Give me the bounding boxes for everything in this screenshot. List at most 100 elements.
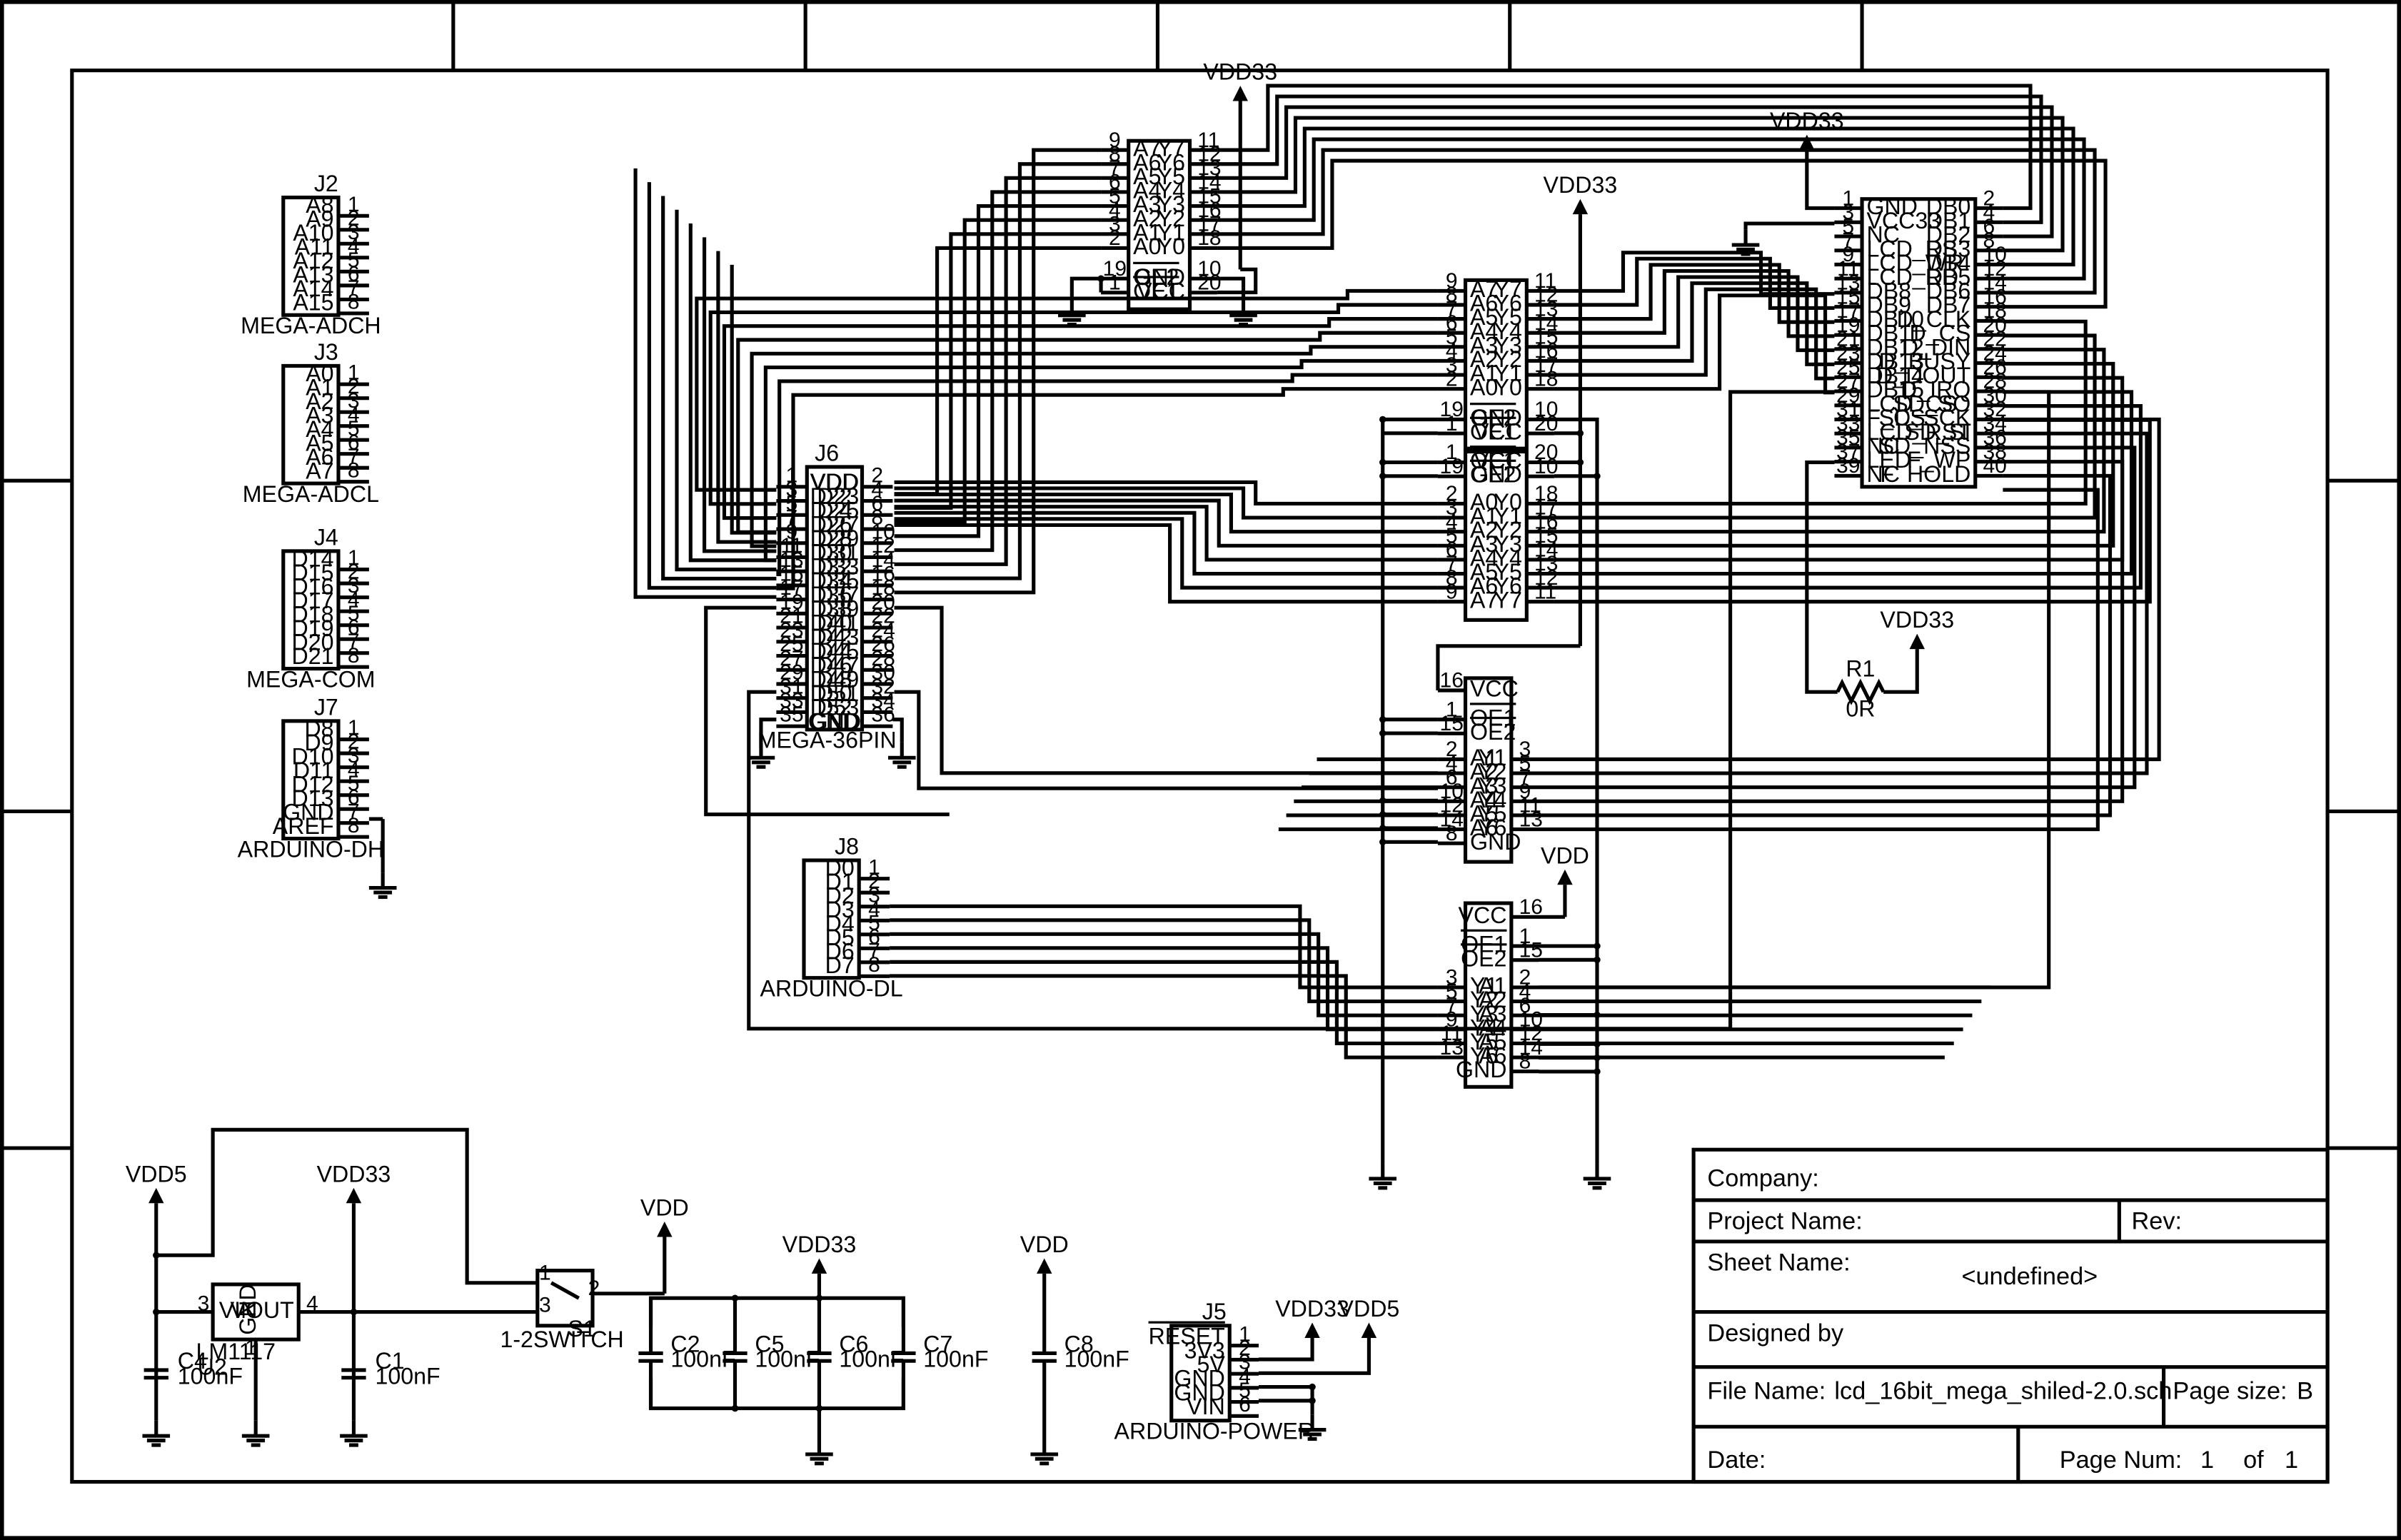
wire (1217, 267, 1258, 295)
pin-number: 9 (1446, 580, 1458, 603)
pin-name: GND (235, 1284, 261, 1334)
part-name: MEGA-36PIN (757, 728, 897, 753)
pin-number: 6 (1446, 538, 1458, 562)
wire (1539, 473, 2113, 817)
pin-name: D53 (817, 695, 859, 720)
power-arrow (1361, 1322, 1377, 1338)
power-arrow (1572, 198, 1589, 215)
pin-number: 5 (1519, 752, 1531, 775)
wire (1805, 460, 1838, 694)
power-label: VDD (1541, 842, 1589, 868)
pin-name: Y0 (1494, 489, 1522, 515)
power-label: VDD33 (1203, 59, 1277, 84)
pin-name: D13 (292, 785, 334, 811)
pin-number: 6 (1519, 994, 1531, 1017)
pin-name: A4 (306, 416, 333, 442)
power-arrow (811, 1258, 827, 1274)
power-flag: VDD33 (1544, 172, 1617, 215)
pin-name: D14 (292, 545, 334, 571)
pin-number: 28 (871, 647, 895, 670)
pin-name: A9 (306, 206, 333, 232)
pin-name: D21 (292, 643, 334, 669)
ground-symbol (887, 742, 916, 769)
pin-number: 2 (1446, 738, 1458, 761)
pin-number: 2 (1983, 186, 1995, 210)
ground-symbol (1369, 1163, 1397, 1190)
pin-number: 14 (871, 548, 895, 572)
pin-name: GND (1866, 193, 1917, 219)
wire (763, 358, 1438, 563)
pin-name: VOUT (230, 1297, 293, 1323)
wire (759, 718, 777, 743)
pin-name: A14 (293, 276, 333, 301)
pin-name: A5 (1479, 1029, 1506, 1055)
junction-dot (153, 1308, 160, 1316)
pin-number: 8 (348, 290, 360, 313)
pin-name: VIN (1187, 1394, 1225, 1419)
pin-name: OE2 (1461, 945, 1506, 971)
ic-body (1463, 676, 1514, 864)
junction-dot (1097, 275, 1104, 282)
pin-number: 37 (1836, 440, 1860, 463)
power-flag: VDD33 (782, 1232, 856, 1274)
pin-name: D49 (817, 666, 859, 692)
pagesize-label: Page size: (2173, 1378, 2287, 1405)
pin-number: 19 (1836, 313, 1860, 337)
pin-number: 40 (1983, 454, 2006, 478)
pin-name: GND (1174, 1366, 1224, 1391)
pin-name: A13 (293, 262, 333, 288)
pin-name: D38 (810, 596, 852, 622)
power-flag: VDD5 (126, 1161, 187, 1204)
pin-name: A2 (1470, 759, 1498, 785)
pin-number: 17 (1836, 299, 1860, 323)
pin-name: Y6 (1494, 573, 1522, 599)
wire (894, 517, 1438, 590)
pin-number: 18 (1983, 299, 2006, 323)
pin-name: D_DOUT (1876, 363, 1970, 388)
pin-number: 2 (1109, 226, 1121, 250)
pin-number: 26 (871, 633, 895, 656)
pin-name: Y5 (1494, 304, 1522, 330)
pin-number: 1 (348, 546, 360, 570)
pin-name: DB14 (1866, 363, 1923, 388)
wire (894, 246, 1102, 496)
wire (894, 505, 1438, 562)
pin-number: 12 (1983, 257, 2006, 281)
pin-name: D17 (292, 588, 334, 613)
power-arrow (1232, 86, 1248, 101)
pin-number: 19 (1103, 257, 1127, 281)
ground-symbol (1298, 1414, 1327, 1441)
pin-name: A3 (1133, 191, 1161, 217)
power-label: VDD33 (1275, 1296, 1349, 1322)
pin-name: A1 (1470, 361, 1498, 386)
pin-name: DB10 (1866, 306, 1923, 332)
pin-name: A1 (1470, 503, 1498, 529)
ground-symbol (805, 1439, 833, 1466)
pin-name: D44 (810, 638, 852, 664)
pin-name: VCC (1474, 448, 1522, 473)
pin-name: D9 (304, 730, 333, 755)
wire (894, 480, 1438, 505)
wire (894, 605, 1438, 775)
pin-number: 2 (1519, 966, 1531, 990)
pin-name: D39 (817, 596, 859, 622)
pin-name: DB2 (1926, 222, 1971, 248)
pin-name: AREF (273, 813, 334, 839)
pin-number: 14 (1534, 538, 1558, 562)
pin-name: Y6 (1157, 149, 1185, 175)
pin-name: D16 (292, 573, 334, 599)
part-name: MEGA-COM (246, 666, 375, 692)
pin-number: 16 (1197, 198, 1221, 222)
pin-name: A6 (1470, 291, 1498, 316)
pin-name: GND (1471, 405, 1521, 431)
pin-number: 3 (1519, 738, 1531, 761)
pin-name: D2 (825, 882, 855, 908)
wire (716, 251, 777, 544)
pin-name: A10 (293, 220, 333, 246)
pin-name: D50 (810, 680, 852, 706)
pin-name: D31 (817, 540, 859, 565)
pin-name: A2 (306, 388, 333, 414)
